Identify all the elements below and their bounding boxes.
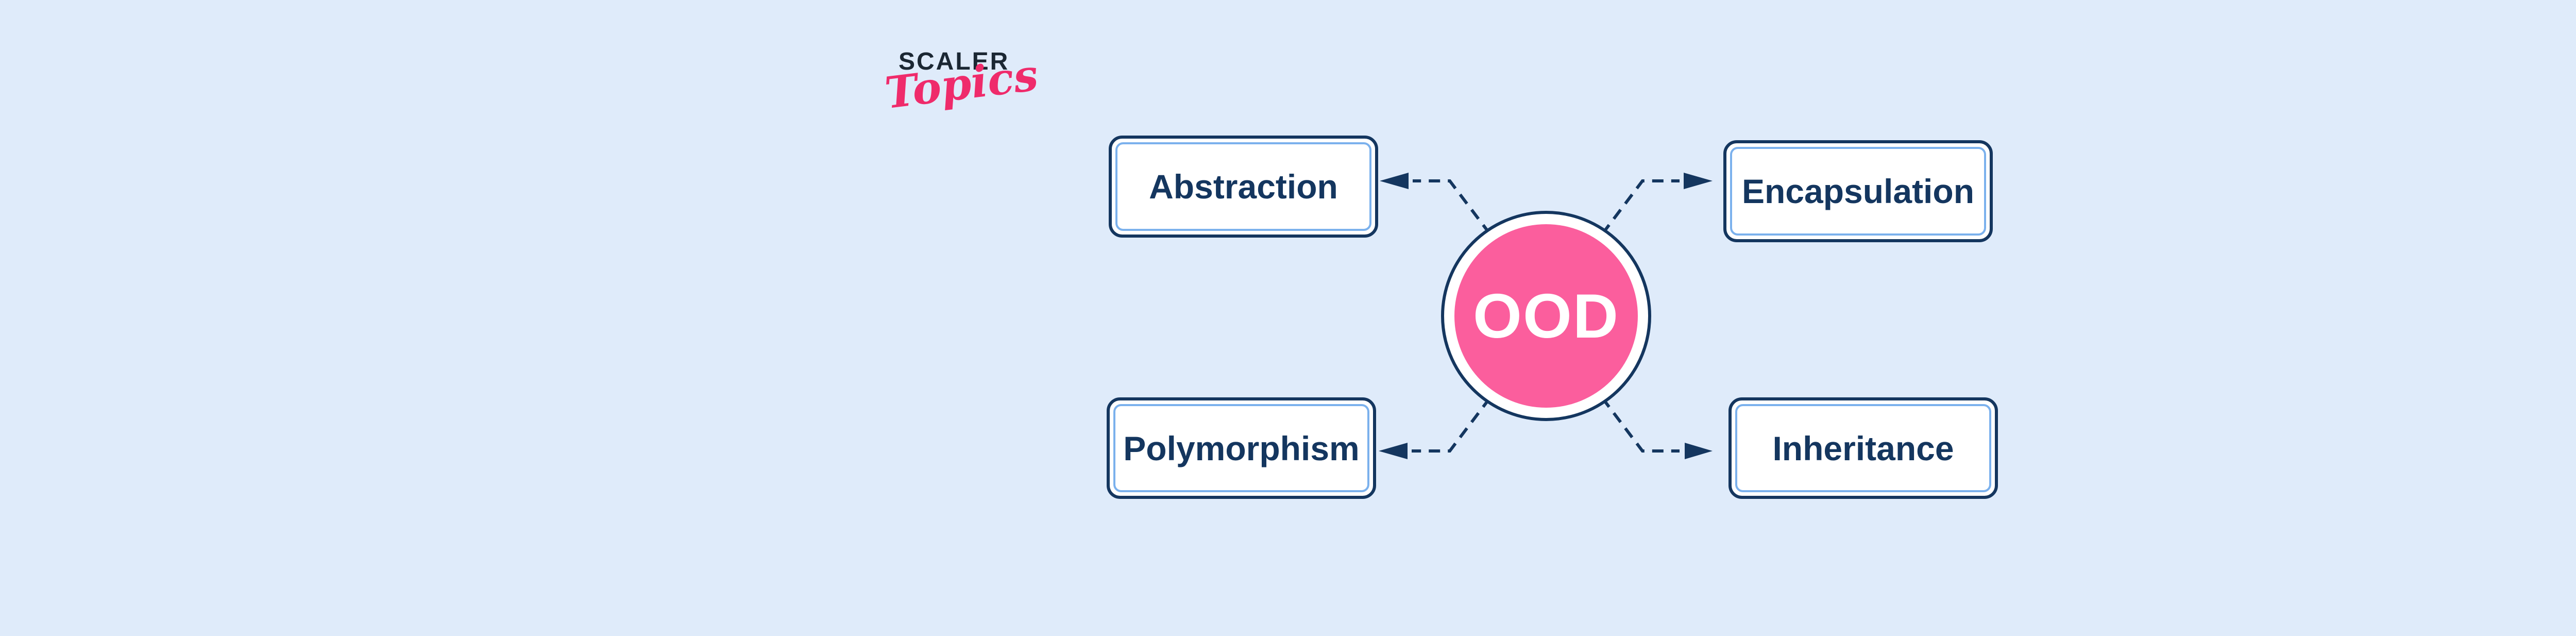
arrow-to-inheritance-line xyxy=(1601,397,1680,453)
node-encapsulation-label: Encapsulation xyxy=(1741,172,1975,210)
node-abstraction-label: Abstraction xyxy=(1149,168,1338,206)
node-polymorphism: Polymorphism xyxy=(1107,397,1376,499)
arrow-to-encapsulation-line xyxy=(1601,179,1680,235)
node-polymorphism-inner-border: Polymorphism xyxy=(1113,404,1369,492)
node-abstraction: Abstraction xyxy=(1109,136,1378,238)
arrow-to-encapsulation xyxy=(1601,173,1713,235)
arrow-to-abstraction-head xyxy=(1380,173,1409,189)
node-polymorphism-label: Polymorphism xyxy=(1123,429,1360,467)
arrow-to-inheritance xyxy=(1601,397,1713,459)
arrow-to-polymorphism-head xyxy=(1379,443,1408,459)
center-node-ring: OOD xyxy=(1441,211,1651,421)
node-inheritance: Inheritance xyxy=(1728,397,1998,499)
arrow-to-abstraction xyxy=(1380,173,1492,235)
node-encapsulation-inner-border: Encapsulation xyxy=(1730,147,1986,236)
logo-wordmark-scaler: SCALER xyxy=(899,48,1010,75)
node-encapsulation: Encapsulation xyxy=(1723,140,1993,242)
center-node-circle: OOD xyxy=(1454,224,1638,408)
scaler-topics-logo: SCALER Topics xyxy=(882,48,1041,119)
arrow-to-polymorphism-line xyxy=(1412,397,1492,453)
node-abstraction-inner-border: Abstraction xyxy=(1115,142,1371,231)
node-inheritance-inner-border: Inheritance xyxy=(1735,404,1991,492)
arrow-to-encapsulation-head xyxy=(1684,173,1713,189)
arrow-to-abstraction-line xyxy=(1413,179,1492,235)
node-inheritance-label: Inheritance xyxy=(1772,429,1954,467)
arrow-to-inheritance-head xyxy=(1685,443,1713,459)
center-node-label: OOD xyxy=(1473,281,1619,351)
arrow-to-polymorphism xyxy=(1379,397,1492,459)
